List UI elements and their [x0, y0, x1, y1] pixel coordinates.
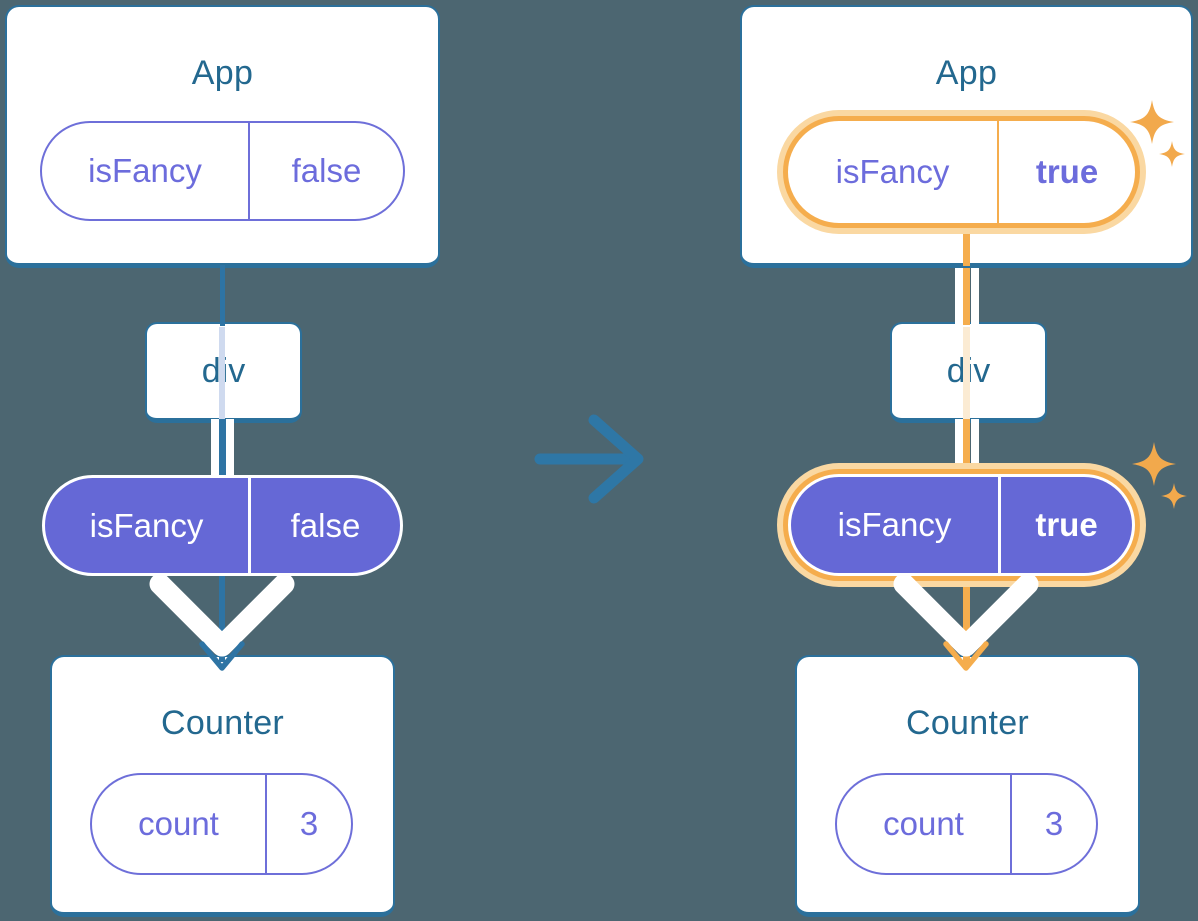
prop-wire-orange: [963, 578, 970, 664]
counter-title-after: Counter: [905, 704, 1030, 742]
flow-wire-white-right: [971, 268, 979, 325]
state-name: count: [883, 805, 964, 842]
flow-wire-white-left: [211, 419, 219, 477]
prop-wire-blue: [219, 574, 225, 662]
prop-pill-app-after-highlight: isFancy true: [777, 110, 1146, 234]
app-title-before: App: [191, 54, 254, 92]
state-pill-after: count 3: [835, 773, 1098, 875]
state-value: 3: [1010, 775, 1096, 873]
prop-pill-passed-before: isFancy false: [42, 475, 403, 576]
flow-wire-white-left: [955, 268, 963, 325]
state-value: 3: [265, 775, 351, 873]
prop-value: true: [998, 477, 1132, 573]
prop-pill-passed-after-highlight: isFancy true: [777, 463, 1146, 587]
counter-title-before: Counter: [160, 704, 285, 742]
flow-wire-white-right: [226, 419, 234, 477]
prop-wire-blue: [219, 419, 226, 477]
prop-wire-blue: [220, 265, 225, 326]
state-pill-before: count 3: [90, 773, 353, 875]
chevron-down-icon: [149, 573, 295, 657]
arrow-right-icon: [534, 414, 644, 504]
sparkles-icon: [1130, 100, 1185, 167]
sparkles-icon: [1132, 442, 1187, 509]
prop-value: true: [997, 121, 1135, 223]
app-title-after: App: [935, 54, 998, 92]
chevron-down-icon: [893, 573, 1039, 657]
flow-wire-white-left: [955, 419, 963, 467]
prop-wire-orange: [963, 234, 970, 266]
prop-name: isFancy: [835, 153, 950, 190]
arrowhead-down-icon: [943, 641, 989, 671]
prop-name: isFancy: [837, 506, 952, 543]
prop-name: isFancy: [89, 506, 204, 544]
arrowhead-down-icon: [199, 641, 245, 671]
prop-wire-orange: [963, 268, 970, 325]
state-name: count: [138, 805, 219, 842]
prop-pill-app-before: isFancy false: [40, 121, 405, 221]
prop-value: false: [248, 478, 400, 573]
prop-wire-pale-orange: [963, 327, 970, 419]
flow-wire-white-right: [971, 419, 979, 467]
prop-wire-orange: [963, 419, 970, 467]
prop-name: isFancy: [88, 152, 202, 189]
prop-value: false: [248, 123, 403, 219]
prop-wire-lavender: [219, 327, 225, 419]
